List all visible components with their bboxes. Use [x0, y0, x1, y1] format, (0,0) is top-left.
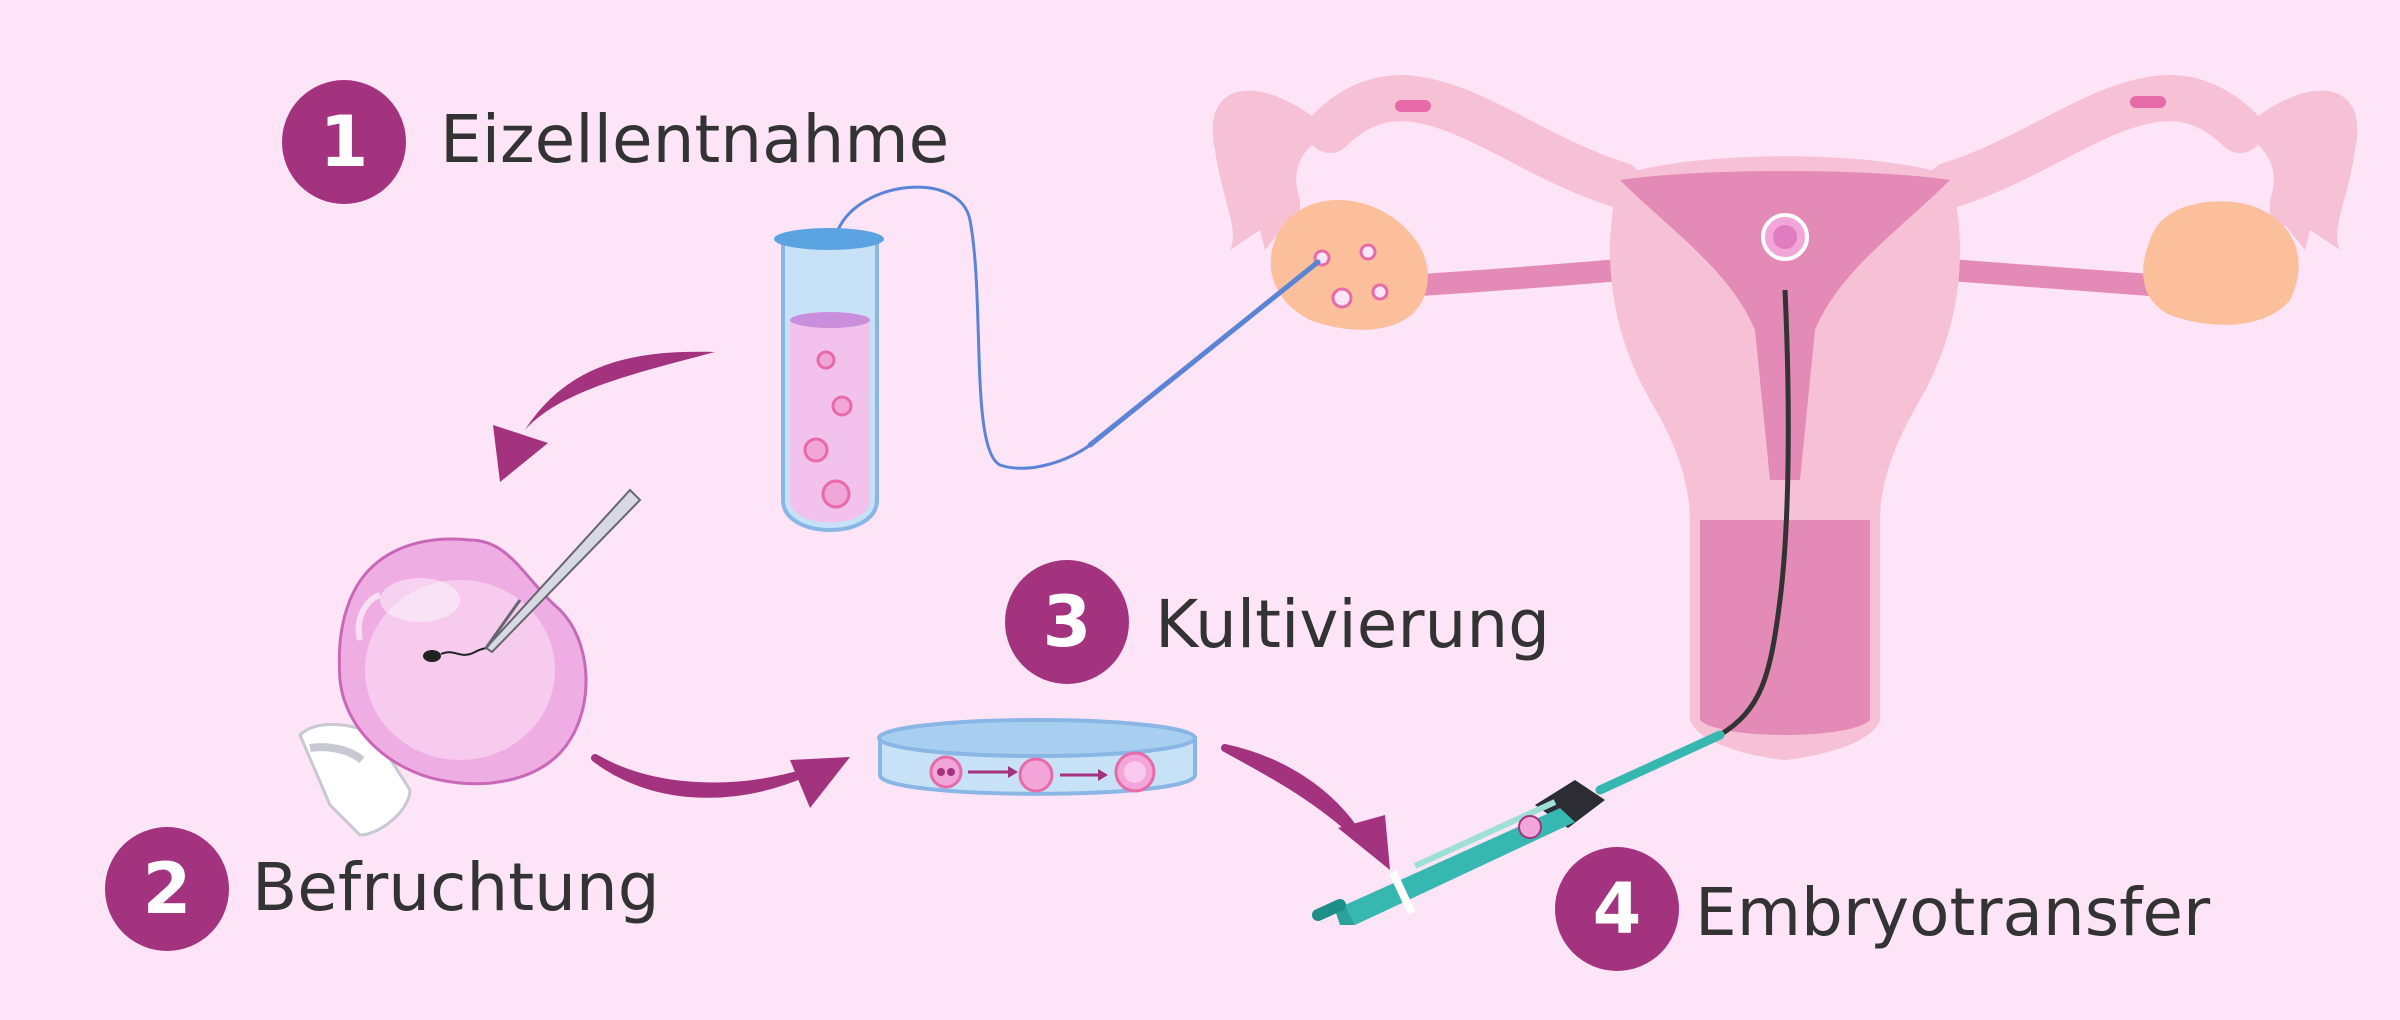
embryo-stage-1 [929, 755, 963, 789]
right-ovarian-ligament [1939, 259, 2161, 296]
implanted-embryo-core [1773, 225, 1797, 249]
ovary-follicle [1359, 243, 1377, 261]
petri-dish-icon [877, 718, 1197, 796]
aspiration-tube [836, 185, 1091, 470]
egg-cell-icon [298, 537, 588, 837]
arrow-retrieval-to-fertilization [525, 351, 715, 430]
step-3-badge: 3 [1005, 560, 1129, 684]
micro-needle-icon [484, 488, 642, 654]
right-tube-marker [2130, 96, 2166, 108]
vagina [1700, 520, 1870, 735]
left-tube-marker [1395, 100, 1431, 112]
right-fallopian-tube [1927, 75, 2263, 208]
arrow-cultivation-to-transfer-head [1338, 815, 1390, 870]
arrow-fertilization-to-cultivation [591, 754, 809, 798]
arrow-fertilization-to-cultivation-head [790, 757, 850, 808]
step-1-label: Eizellentnahme [440, 101, 950, 178]
step-1-badge: 1 [282, 80, 406, 204]
left-ovary [1270, 200, 1428, 330]
arrow-retrieval-to-fertilization-head [493, 425, 548, 482]
step-4-badge: 4 [1555, 847, 1679, 971]
test-tube-icon [774, 228, 884, 532]
step-3-label: Kultivierung [1155, 586, 1551, 663]
ovary-follicle [1371, 283, 1389, 301]
left-ovarian-ligament [1409, 259, 1631, 296]
step-2-label: Befruchtung [252, 849, 660, 926]
arrow-cultivation-to-transfer [1221, 744, 1364, 842]
right-fimbriae [2240, 90, 2358, 250]
embryo-stage-2 [1018, 757, 1054, 793]
step-4-label: Embryotransfer [1695, 874, 2211, 951]
step-2-badge: 2 [105, 827, 229, 951]
left-fallopian-tube [1307, 75, 1643, 208]
right-ovary [2143, 201, 2299, 325]
aspiration-needle [1087, 259, 1321, 448]
left-fimbriae [1212, 90, 1330, 250]
ovary-follicle [1331, 287, 1353, 309]
syringe-icon [1312, 730, 1725, 925]
sperm-head [423, 650, 441, 662]
catheter-icon [1718, 289, 1791, 738]
